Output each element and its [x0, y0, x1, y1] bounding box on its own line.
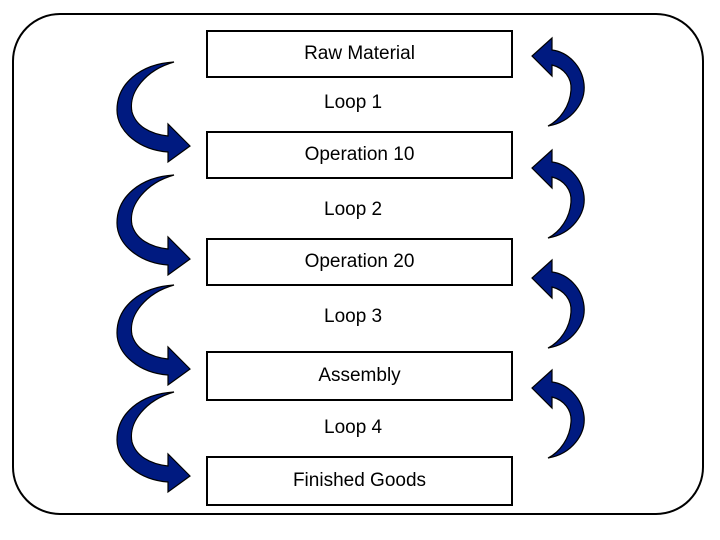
- step-operation-20: Operation 20: [206, 238, 513, 286]
- return-flow-arrow-icon: [531, 37, 585, 127]
- diagram-frame: [12, 13, 704, 515]
- loop-label-3: Loop 3: [324, 306, 383, 327]
- loop-label-2: Loop 2: [324, 199, 383, 220]
- loop-label-1: Loop 1: [324, 92, 383, 113]
- return-flow-arrow-icon: [531, 369, 585, 459]
- return-flow-arrow-icon: [531, 149, 585, 239]
- step-assembly: Assembly: [206, 351, 513, 401]
- step-raw-material: Raw Material: [206, 30, 513, 78]
- step-finished-goods: Finished Goods: [206, 456, 513, 506]
- forward-flow-arrow-icon: [116, 61, 191, 163]
- forward-flow-arrow-icon: [116, 174, 191, 276]
- return-flow-arrow-icon: [531, 259, 585, 349]
- step-operation-10: Operation 10: [206, 131, 513, 179]
- forward-flow-arrow-icon: [116, 391, 191, 493]
- loop-label-4: Loop 4: [324, 417, 383, 438]
- forward-flow-arrow-icon: [116, 284, 191, 386]
